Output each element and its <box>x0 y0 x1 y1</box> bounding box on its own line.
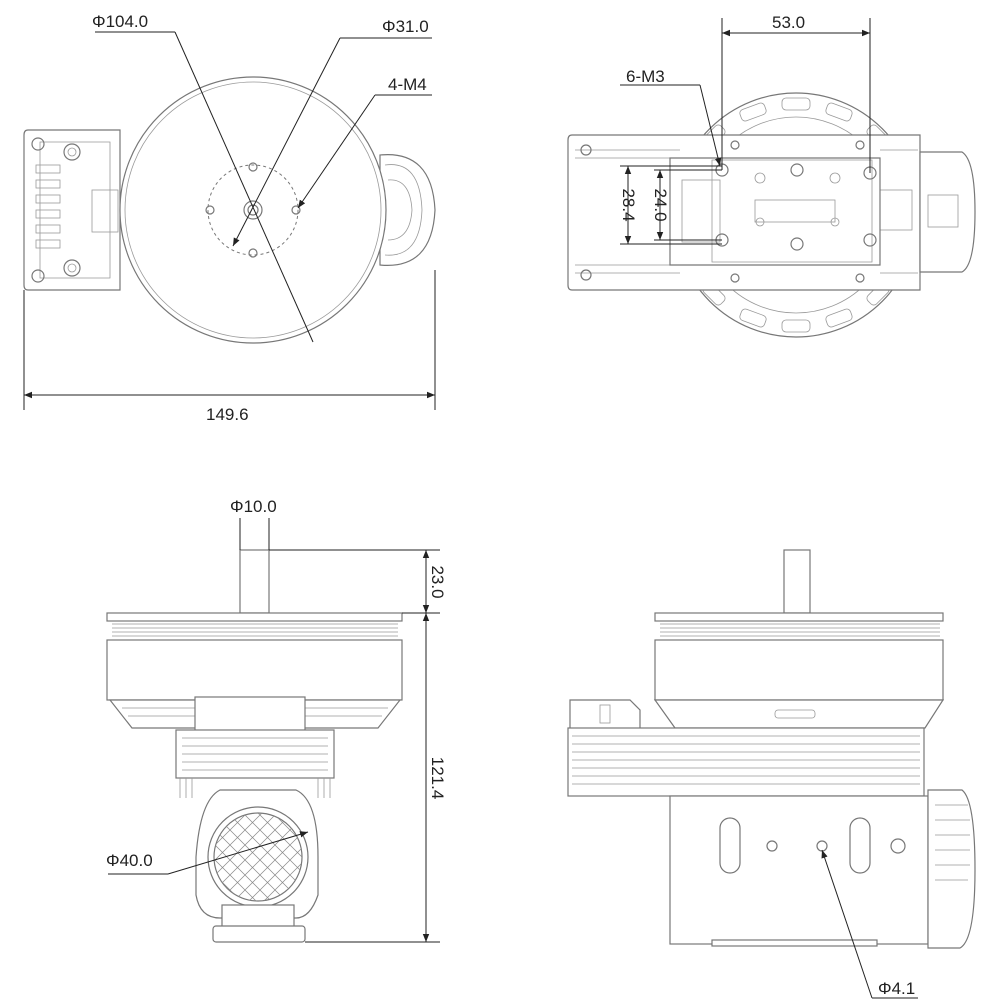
bottom-view: 53.0 6-M3 28.4 24.0 <box>567 13 976 338</box>
motor-body <box>106 639 403 701</box>
connector-base <box>212 925 306 943</box>
rotor-cap <box>106 612 403 622</box>
bolt-circle <box>207 164 299 256</box>
front-view: Φ10.0 23.0 121.4 Φ40.0 <box>106 497 447 943</box>
top-view: Φ104.0 Φ31.0 4-M4 149.6 <box>23 12 436 424</box>
side-motor-body <box>654 639 944 701</box>
shaft-diameter-label: Φ10.0 <box>230 497 277 516</box>
side-shaft <box>783 549 811 614</box>
hole-diameter-label: Φ4.1 <box>878 979 915 998</box>
side-slot-left <box>719 817 741 874</box>
side-esc-fins <box>567 727 925 797</box>
rotor-bell <box>119 76 387 344</box>
heatsink-right <box>379 154 436 266</box>
m3-thread-label: 6-M3 <box>626 67 665 86</box>
connector-diameter-label: Φ40.0 <box>106 851 153 870</box>
side-view-dimensions <box>821 849 918 999</box>
side-esc-top <box>569 699 641 731</box>
overall-height-label: 121.4 <box>428 757 447 800</box>
front-view-dimensions <box>108 518 440 943</box>
overall-width-label: 149.6 <box>206 405 249 424</box>
bottom-view-dimensions <box>620 18 871 245</box>
side-slot-right <box>849 817 871 874</box>
mount-plate <box>669 157 881 266</box>
connector-mesh <box>214 813 302 901</box>
horizontal-spacing-label: 53.0 <box>772 13 805 32</box>
side-esc-body <box>669 795 929 945</box>
inner-vertical-spacing-label: 24.0 <box>651 188 670 221</box>
shaft-top <box>243 200 263 220</box>
connector-right <box>919 151 976 273</box>
m4-thread-label: 4-M4 <box>388 75 427 94</box>
outer-vertical-spacing-label: 28.4 <box>619 188 638 221</box>
m4-holes <box>205 162 301 258</box>
top-view-dimensions <box>23 31 436 410</box>
shaft-length-label: 23.0 <box>428 565 447 598</box>
shaft <box>239 549 270 614</box>
connector-housing <box>195 789 319 919</box>
bolt-circle-label: Φ31.0 <box>382 17 429 36</box>
side-rotor-cap <box>654 612 944 622</box>
esc-housing-left <box>23 129 121 291</box>
side-view: Φ4.1 <box>567 549 976 999</box>
side-connector <box>927 789 976 949</box>
rotor-diameter-label: Φ104.0 <box>92 12 148 31</box>
